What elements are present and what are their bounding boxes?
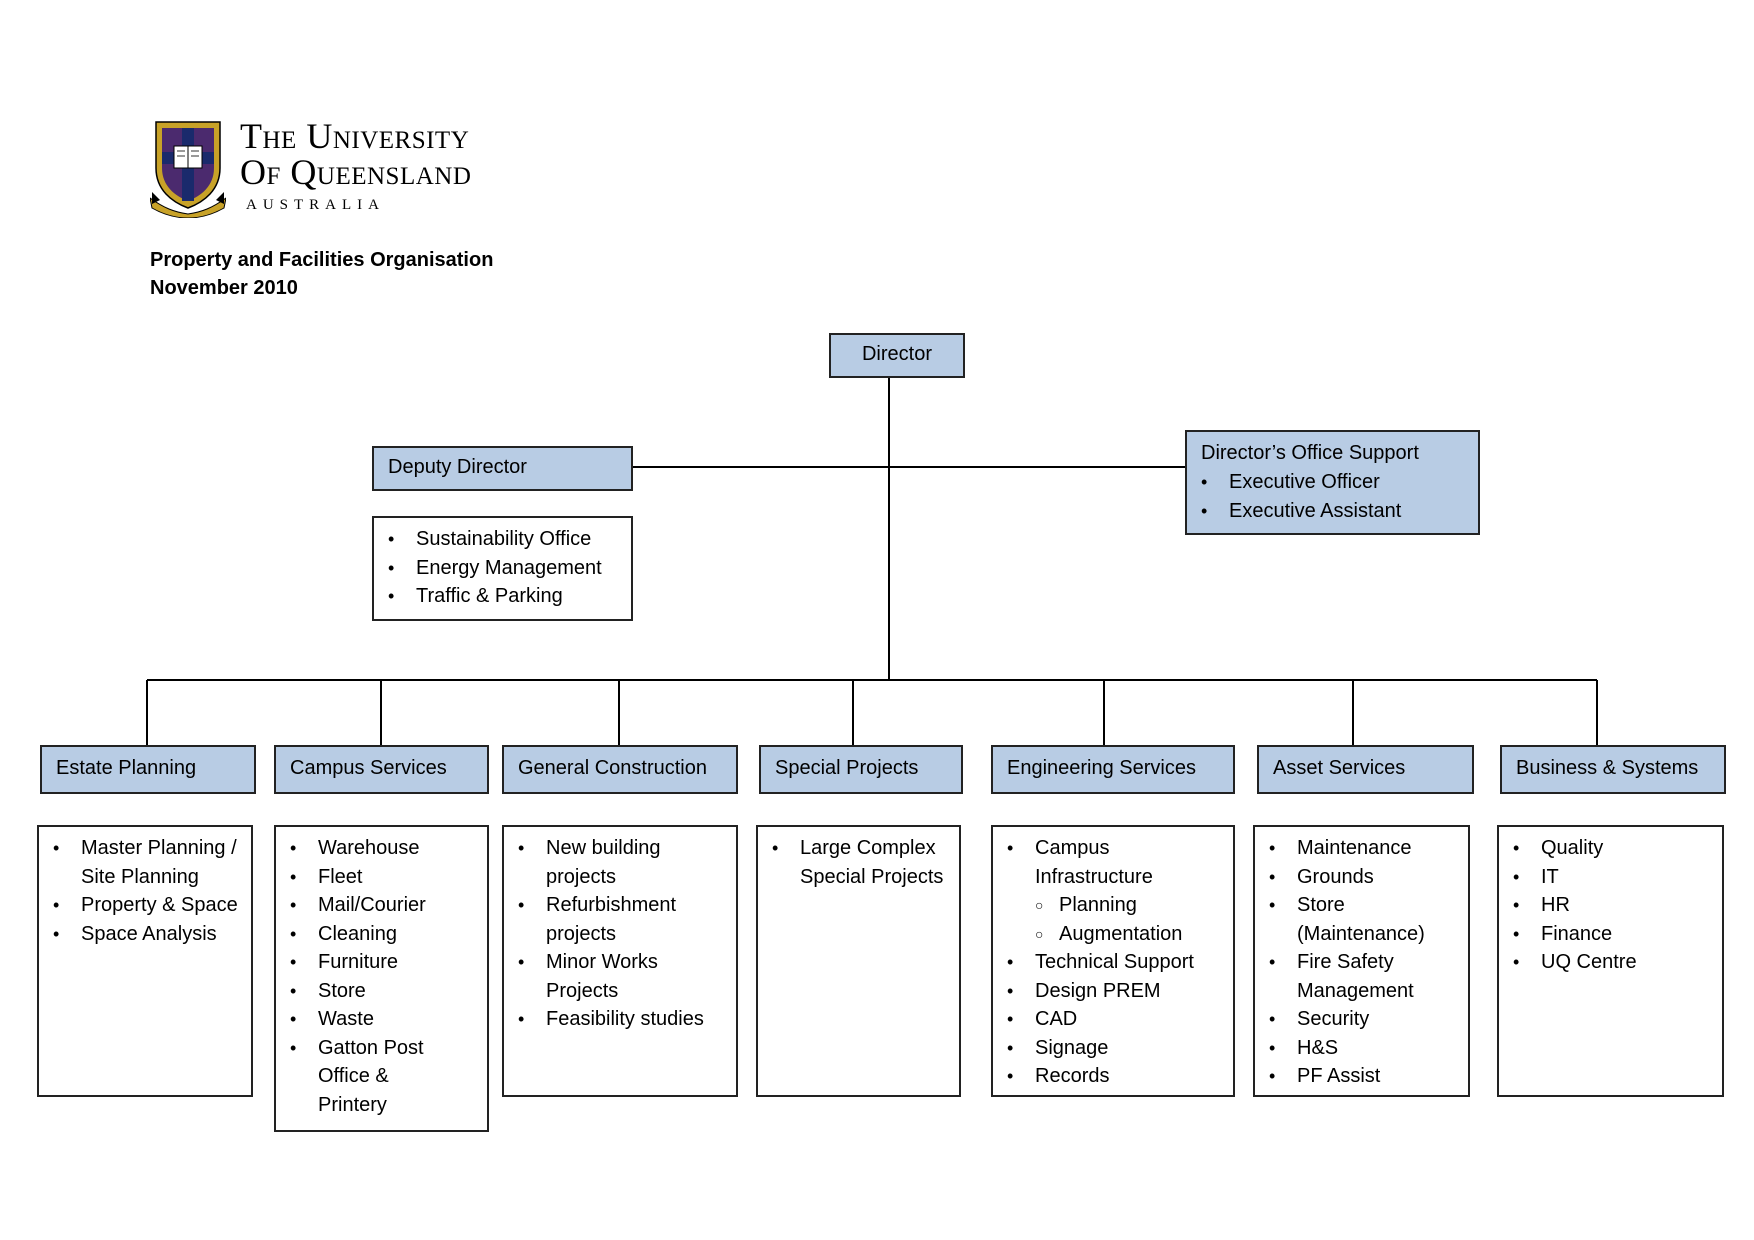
list-item: Feasibility studies	[512, 1005, 728, 1034]
list-item: Traffic & Parking	[382, 582, 623, 611]
list-item: CAD	[1001, 1005, 1225, 1034]
list-item: Store	[284, 977, 479, 1006]
list-item: Warehouse	[284, 834, 479, 863]
special-projects-responsibilities: Large Complex Special Projects	[756, 825, 961, 1097]
asset-services-responsibilities: Maintenance Grounds Store (Maintenance) …	[1253, 825, 1470, 1097]
business-systems-responsibilities: Quality IT HR Finance UQ Centre	[1497, 825, 1724, 1097]
estate-planning-responsibilities: Master Planning / Site Planning Property…	[37, 825, 253, 1097]
list-item: Campus Infrastructure	[1001, 834, 1185, 891]
list-item: Augmentation	[1001, 920, 1225, 949]
list-item: Sustainability Office	[382, 525, 623, 554]
list-item: PF Assist	[1263, 1062, 1460, 1091]
engineering-services-items-list: Campus Infrastructure Planning Augmentat…	[1001, 834, 1225, 1091]
list-item: Executive Officer	[1195, 468, 1464, 497]
list-item: Furniture	[284, 948, 479, 977]
list-item: New building projects	[512, 834, 676, 891]
list-item: Store (Maintenance)	[1263, 891, 1437, 948]
business-systems-items-list: Quality IT HR Finance UQ Centre	[1507, 834, 1714, 977]
list-item: Mail/Courier	[284, 891, 479, 920]
dept-estate-planning-box: Estate Planning	[40, 745, 256, 794]
list-item: Planning	[1001, 891, 1225, 920]
list-item: Design PREM	[1001, 977, 1225, 1006]
list-item: Large Complex Special Projects	[766, 834, 950, 891]
logo-university-name-line1: The University	[240, 116, 470, 156]
general-construction-responsibilities: New building projects Refurbishment proj…	[502, 825, 738, 1097]
list-item: H&S	[1263, 1034, 1460, 1063]
document-title: Property and Facilities Organisation	[150, 249, 494, 271]
list-item: Cleaning	[284, 920, 479, 949]
list-item: Maintenance	[1263, 834, 1460, 863]
list-item: HR	[1507, 891, 1714, 920]
deputy-director-responsibilities: Sustainability Office Energy Management …	[372, 516, 633, 621]
dept-special-projects-box: Special Projects	[759, 745, 963, 794]
list-item: Executive Assistant	[1195, 497, 1464, 526]
list-item: Refurbishment projects	[512, 891, 686, 948]
list-item: Energy Management	[382, 554, 623, 583]
dept-business-systems-box: Business & Systems	[1500, 745, 1726, 794]
document-date: November 2010	[150, 277, 298, 299]
director-box: Director	[829, 333, 965, 378]
general-construction-items-list: New building projects Refurbishment proj…	[512, 834, 728, 1034]
campus-services-items-list: Warehouse Fleet Mail/Courier Cleaning Fu…	[284, 834, 479, 1119]
campus-services-responsibilities: Warehouse Fleet Mail/Courier Cleaning Fu…	[274, 825, 489, 1132]
list-item: Minor Works Projects	[512, 948, 676, 1005]
dept-general-construction-box: General Construction	[502, 745, 738, 794]
list-item: Gatton Post Office & Printery	[284, 1034, 438, 1120]
engineering-services-responsibilities: Campus Infrastructure Planning Augmentat…	[991, 825, 1235, 1097]
logo-country: AUSTRALIA	[246, 197, 385, 213]
list-item: Technical Support	[1001, 948, 1225, 977]
university-crest-icon	[150, 121, 226, 218]
list-item: Fleet	[284, 863, 479, 892]
logo-university-name-line2: Of Queensland	[240, 152, 472, 192]
list-item: IT	[1507, 863, 1714, 892]
list-item: Quality	[1507, 834, 1714, 863]
list-item: Signage	[1001, 1034, 1225, 1063]
estate-planning-items-list: Master Planning / Site Planning Property…	[47, 834, 243, 948]
list-item: Fire Safety Management	[1263, 948, 1437, 1005]
deputy-items-list: Sustainability Office Energy Management …	[382, 525, 623, 611]
dept-asset-services-box: Asset Services	[1257, 745, 1474, 794]
list-item: Security	[1263, 1005, 1460, 1034]
list-item: Finance	[1507, 920, 1714, 949]
list-item: Grounds	[1263, 863, 1460, 892]
list-item: Property & Space	[47, 891, 243, 920]
office-support-title: Director’s Office Support	[1201, 442, 1419, 464]
list-item: Master Planning / Site Planning	[47, 834, 243, 891]
dept-engineering-services-box: Engineering Services	[991, 745, 1235, 794]
list-item: Records	[1001, 1062, 1225, 1091]
special-projects-items-list: Large Complex Special Projects	[766, 834, 951, 891]
list-item: UQ Centre	[1507, 948, 1714, 977]
university-logo: The University Of Queensland AUSTRALIA	[150, 116, 490, 221]
dept-campus-services-box: Campus Services	[274, 745, 489, 794]
list-item: Waste	[284, 1005, 479, 1034]
office-support-box: Director’s Office Support Executive Offi…	[1185, 430, 1480, 535]
office-support-items-list: Executive Officer Executive Assistant	[1195, 468, 1464, 526]
list-item: Space Analysis	[47, 920, 243, 949]
deputy-director-box: Deputy Director	[372, 446, 633, 491]
asset-services-items-list: Maintenance Grounds Store (Maintenance) …	[1263, 834, 1460, 1091]
